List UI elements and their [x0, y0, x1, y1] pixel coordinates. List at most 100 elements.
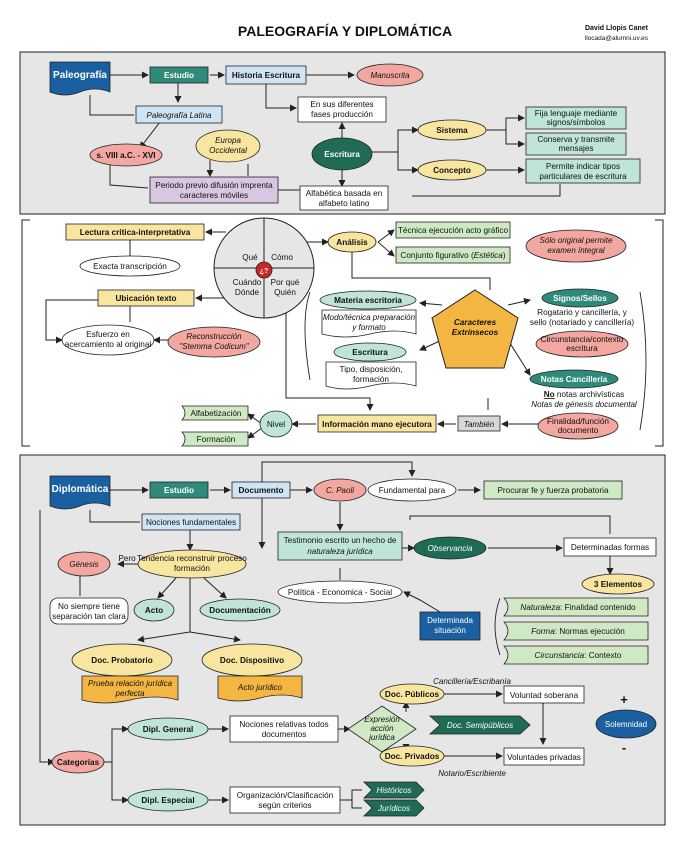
modo-line2: y formato	[351, 323, 386, 332]
fases-line2: fases producción	[311, 110, 373, 119]
circunstancia-dip-node	[503, 645, 649, 665]
question-center	[255, 261, 273, 279]
page-title: PALEOGRAFÍA Y DIPLOMÁTICA	[238, 23, 452, 39]
organizacion-line1: Organización/Clasificación	[237, 791, 334, 800]
probatorio-label: Doc. Probatorio	[91, 656, 152, 665]
materia-label: Materia escritoria	[334, 296, 402, 305]
tendencia-line1: Tendencia reconstruir proceso	[137, 554, 247, 563]
signos-label: Signos/Sellos	[553, 294, 607, 303]
organizacion-node	[229, 786, 341, 814]
determinada-line1: Determinada	[427, 616, 473, 625]
nociones-rel-line2: documentos	[262, 730, 307, 739]
fija-node	[525, 106, 627, 130]
fundamental-node	[367, 478, 457, 502]
permite-line1: Permite indicar tipos	[546, 162, 620, 171]
nosiempre-line2: separación tan clara	[52, 612, 126, 621]
tendencia-node	[137, 549, 247, 579]
fija-line1: Fija lenguaje mediante	[535, 109, 618, 118]
author-email: llocada@alumni.uv.es	[585, 35, 649, 42]
acto-label: Acto	[145, 606, 163, 615]
europa-line1: Europa	[215, 136, 241, 145]
acto-juridico-node	[217, 675, 303, 702]
fases-node	[297, 96, 387, 123]
plus-sign: +	[620, 692, 628, 707]
documento-label: Documento	[238, 486, 283, 495]
diplo-estudio-label: Estudio	[164, 486, 194, 495]
reconstruccion-line1: Reconstrucción	[186, 332, 242, 341]
categorias-label: Categorías	[57, 758, 100, 767]
notas-label: Notas Cancillería	[541, 375, 608, 384]
esfuerzo-line1: Esfuerzo en	[86, 330, 130, 339]
prueba-line2: perfecta	[115, 689, 145, 698]
procurar-label: Procurar fe y fuerza probatoria	[497, 486, 608, 495]
semipublicos-node	[428, 715, 531, 735]
tambien-label: También	[464, 420, 495, 429]
forma-label: Forma: Normas ejecución	[531, 627, 625, 636]
caracteres-pentagon	[431, 289, 519, 369]
semipublicos-label: Doc. Semipúblicos	[447, 721, 513, 730]
juridicos-node	[363, 799, 425, 817]
tipo-node	[325, 361, 417, 390]
tecnica-label: Técnica ejecución acto gráfico	[398, 226, 509, 235]
tres-elementos-node	[581, 573, 655, 595]
expresion-line1: Expresión	[364, 715, 400, 724]
rogatario-line2: sello (notariado y cancillería)	[530, 318, 634, 327]
dipl-general-label: Dipl. General	[143, 725, 194, 734]
naturaleza-node	[503, 597, 649, 617]
conserva-node	[525, 132, 627, 156]
acto-node	[133, 598, 175, 622]
voluntades-node	[503, 747, 585, 766]
nosiempre-node	[49, 597, 129, 625]
prueba-line1: Prueba relación jurídica	[88, 679, 173, 688]
genesis-doc-line: Notas de génesis documental	[531, 400, 637, 409]
documentacion-node	[199, 598, 281, 622]
exacta-label: Exacta transcripción	[93, 262, 167, 271]
finalidad-line1: Finalidad/función	[547, 417, 609, 426]
nociones-rel-node	[229, 715, 339, 743]
permite-line2: particulares de escritura	[539, 172, 627, 181]
modo-line1: Modo/técnica preparación	[323, 313, 416, 322]
formacion-node	[181, 431, 249, 447]
circunstancia-dip-label: Circunstancia: Contexto	[535, 651, 622, 660]
sistema-label: Sistema	[436, 126, 468, 135]
concepto-node	[417, 159, 487, 181]
cancilleria-label: Cancillería/Escribanía	[433, 677, 511, 686]
escritura-label: Escritura	[324, 150, 360, 159]
manuscrita-label: Manuscrita	[370, 71, 410, 80]
tecnica-node	[395, 221, 511, 239]
conserva-line1: Conserva y transmite	[537, 135, 615, 144]
paleo-estudio-label: Estudio	[164, 71, 194, 80]
expresion-line2: acción	[370, 724, 394, 733]
voluntades-label: Voluntades privadas	[507, 753, 581, 762]
middle-bracket-left	[21, 219, 30, 447]
que-label: Qué	[242, 253, 258, 262]
rogatario-line1: Rogatario y cancillería, y	[537, 308, 628, 317]
naturaleza-label: Naturaleza: Finalidad contenido	[520, 603, 636, 612]
procurar-node	[483, 480, 623, 500]
permite-node	[525, 158, 641, 184]
forma-node	[503, 621, 649, 641]
testimonio-node	[277, 531, 403, 561]
expresion-line3: jurídica	[368, 733, 395, 742]
fundamental-label: Fundamental para	[379, 486, 446, 495]
notario-label: Notario/Escribiente	[438, 769, 506, 778]
testimonio-line1: Testimonio escrito un hecho de	[284, 536, 397, 545]
determinadas-label: Determinadas formas	[571, 543, 649, 552]
caracteres-line2: Extrínsecos	[452, 328, 499, 337]
paleografia-latina-node	[135, 105, 223, 124]
paoli-label: C. Paoli	[326, 486, 354, 495]
categorias-node	[51, 750, 105, 774]
informacion-label: Información mano ejecutora	[322, 420, 432, 429]
circunstancia-line1: Circunstancia/contexto	[541, 335, 624, 344]
pero-label: Pero	[118, 554, 136, 563]
alfabetizacion-node	[181, 405, 249, 421]
ubicacion-node	[97, 289, 195, 307]
dipl-especial-label: Dipl. Especial	[141, 796, 194, 805]
no-notas-line: No notas archivísticas	[544, 390, 625, 399]
solo-original-node	[525, 229, 627, 263]
privados-node	[379, 745, 445, 767]
quien-label: Quién	[274, 288, 296, 297]
esfuerzo-node	[61, 324, 155, 356]
determinada-line2: situación	[434, 626, 466, 635]
